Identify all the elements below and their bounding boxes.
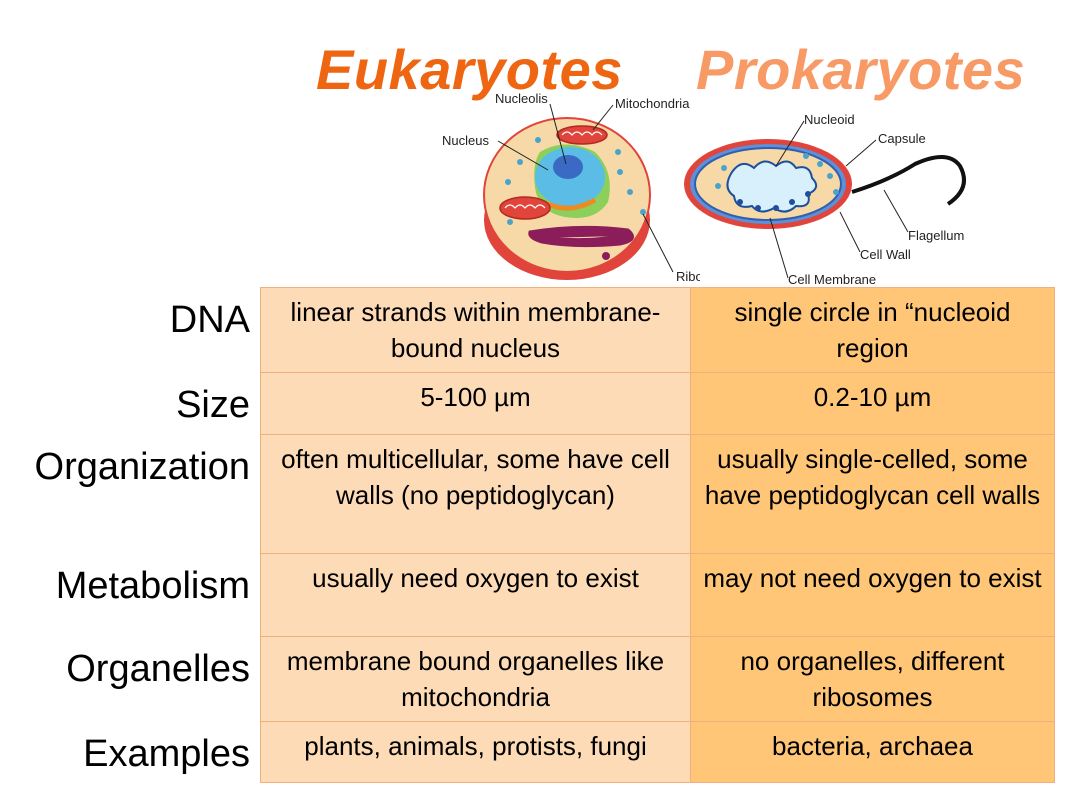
eukaryote-cell: membrane bound organelles like mitochond…	[260, 636, 691, 722]
prokaryote-cell: 0.2-10 µm	[690, 372, 1055, 435]
eukaryote-cell: linear strands within membrane-bound nuc…	[260, 287, 691, 373]
eukaryotes-title: Eukaryotes	[316, 38, 623, 101]
prokaryote-cell: usually single-celled, some have peptido…	[690, 434, 1055, 554]
eukaryote-cell: usually need oxygen to exist	[260, 553, 691, 637]
rough-er	[528, 225, 634, 248]
row-label: Organization	[34, 445, 250, 488]
label-flagellum: Flagellum	[908, 228, 964, 243]
flagellum	[851, 155, 966, 206]
label-cell-wall: Cell Wall	[860, 247, 911, 262]
eukaryote-cell: plants, animals, protists, fungi	[260, 721, 691, 783]
prokaryotes-title: Prokaryotes	[696, 38, 1026, 101]
row-label: Examples	[83, 732, 250, 775]
label-nucleus: Nucleus	[442, 133, 489, 148]
prokaryote-cell: may not need oxygen to exist	[690, 553, 1055, 637]
eukaryote-cell: 5-100 µm	[260, 372, 691, 435]
eukaryote-cell: often multicellular, some have cell wall…	[260, 434, 691, 554]
label-mitochondria: Mitochondria	[615, 96, 690, 111]
eukaryote-nucleolus	[553, 155, 583, 179]
golgi-apparatus	[546, 197, 597, 211]
eukaryote-cell-diagram: Nucleolis Mitochondria Nucleus Ribosomes	[442, 92, 700, 284]
row-label: Metabolism	[55, 564, 250, 607]
prokaryote-cell-diagram: Nucleoid Capsule Flagellum Cell Wall Cel…	[684, 112, 966, 287]
prokaryote-cell: single circle in “nucleoid region	[690, 287, 1055, 373]
prokaryote-cell: bacteria, archaea	[690, 721, 1055, 783]
row-label: DNA	[169, 298, 250, 341]
label-nucleoid: Nucleoid	[804, 112, 855, 127]
label-cell-membrane: Cell Membrane	[788, 272, 876, 287]
label-nucleolis: Nucleolis	[495, 92, 548, 106]
label-capsule: Capsule	[878, 131, 926, 146]
label-ribosomes: Ribosomes	[676, 269, 700, 284]
row-label: Size	[176, 383, 250, 426]
row-label: Organelles	[66, 647, 250, 690]
prokaryote-cell: no organelles, different ribosomes	[690, 636, 1055, 722]
